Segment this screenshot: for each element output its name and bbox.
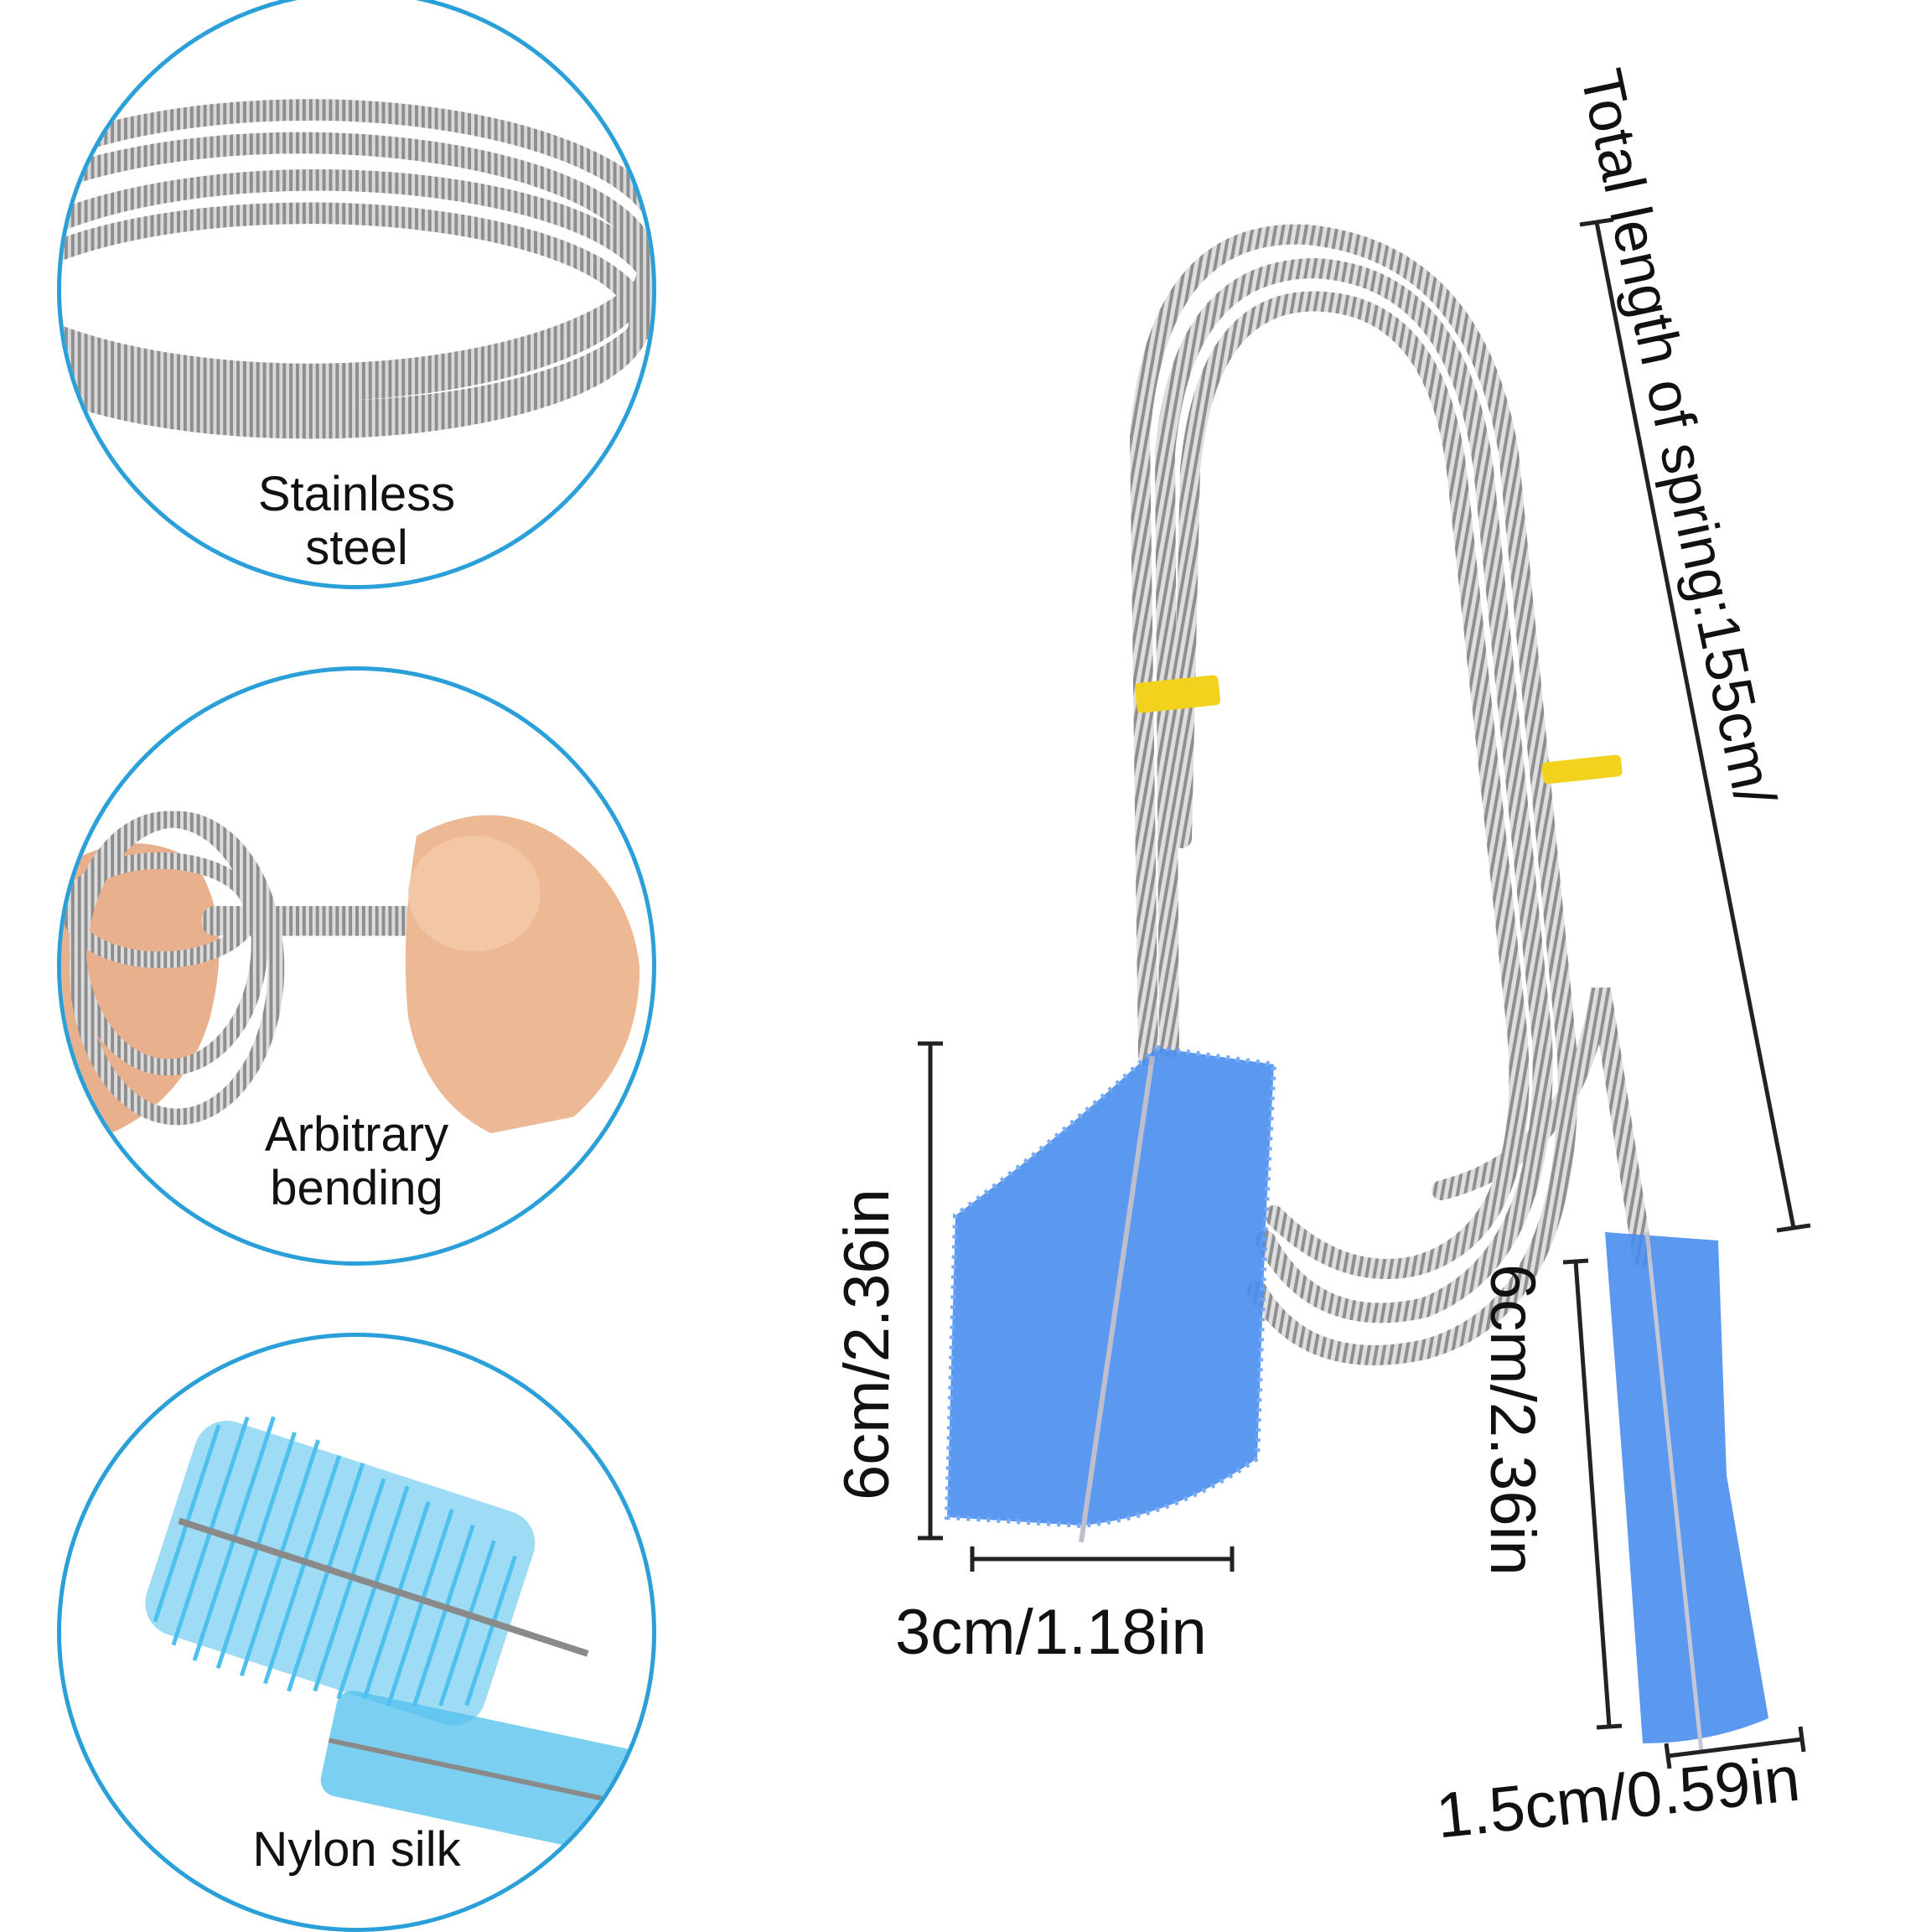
feature-arbitrary-bending: Arbitrary bending	[57, 666, 656, 1266]
steel-coil-image	[61, 99, 652, 439]
feature-stainless-steel: Stainless steel	[57, 0, 656, 589]
large-brush-width-label: 3cm/1.18in	[895, 1597, 1207, 1668]
label-line: bending	[270, 1161, 443, 1215]
feature-label: Stainless steel	[61, 468, 652, 575]
nylon-brush-image	[145, 1416, 652, 1862]
feature-label: Nylon silk	[61, 1823, 652, 1877]
hands-bending-image	[61, 811, 640, 1134]
small-brush	[1605, 1231, 1768, 1753]
label-line: steel	[305, 521, 408, 575]
feature-label: Arbitrary bending	[61, 1108, 652, 1215]
feature-nylon-silk: Nylon silk	[57, 1333, 656, 1932]
large-brush	[944, 1044, 1277, 1543]
label-line: Stainless	[257, 467, 456, 521]
large-brush-height-label: 6cm/2.36in	[831, 1189, 903, 1500]
small-brush-height-label: 6cm/2.36in	[1477, 1264, 1548, 1576]
label-line: Arbitrary	[264, 1107, 449, 1162]
label-line: Nylon silk	[252, 1822, 461, 1877]
